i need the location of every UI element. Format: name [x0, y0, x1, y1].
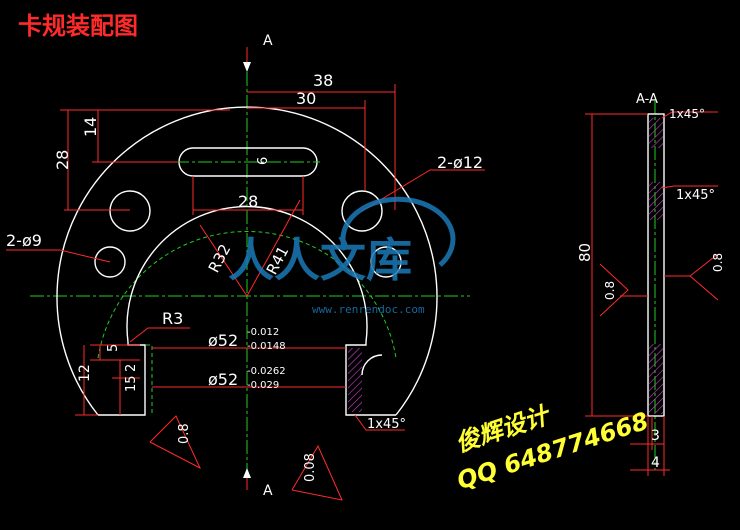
right-jaw-hatch	[348, 348, 362, 412]
dim-2: 2	[124, 364, 139, 372]
watermark-swoosh	[340, 196, 456, 267]
right-jaw-notch	[361, 354, 383, 376]
roughness-bottom: 0.08	[303, 453, 318, 482]
watermark-brand: 人人文库	[228, 233, 412, 287]
chamfer-side-mid: 1x45°	[676, 188, 715, 203]
dim-28-vertical: 28	[53, 150, 72, 170]
radius-3: R3	[162, 309, 183, 328]
watermark-url: www.renrendoc.com	[312, 303, 425, 316]
dim-6: 6	[256, 157, 271, 165]
label-holes-9: 2-ø9	[6, 231, 42, 250]
dim-14: 14	[81, 117, 100, 137]
hole-9-right	[370, 246, 402, 278]
hole-9-left	[94, 246, 126, 278]
left-jaw	[98, 342, 146, 416]
hole-12-left	[109, 190, 151, 232]
inner-opening	[126, 205, 368, 343]
dim-30: 30	[296, 89, 316, 108]
credit: 俊辉设计 QQ 648774668	[452, 400, 652, 495]
leader-holes-12	[361, 169, 485, 212]
hole-12-right	[341, 190, 383, 232]
drawing-title: 卡规装配图	[18, 12, 138, 40]
dim-phi52-a: ø52	[208, 331, 238, 350]
dim-phi52-b-lower: -0.029	[247, 380, 279, 391]
leader-holes-9	[6, 249, 111, 263]
watermark: 人人文库 www.renrendoc.com	[228, 196, 456, 316]
right-jaw	[345, 342, 396, 416]
section-view: A-A 80 1x45° 1x45° 0.8 0.8 3 4	[576, 92, 725, 476]
leader-chamfer-bottom	[354, 414, 405, 431]
section-arrow-top	[243, 62, 251, 72]
dim-80: 80	[576, 243, 594, 262]
section-view-label: A-A	[636, 92, 658, 107]
dim-5: 5	[106, 344, 121, 352]
outer-outline	[56, 106, 438, 416]
chamfer-side-top: 1x45°	[669, 107, 705, 121]
left-jaw-insert	[146, 344, 153, 415]
section-arrow-bottom	[243, 468, 251, 478]
dim-28-slot: 28	[238, 192, 258, 211]
dim-phi52-b-upper: -0.0262	[247, 366, 286, 377]
bolt-circle-arc	[97, 230, 397, 359]
roughness-left: 0.8	[177, 423, 192, 444]
dim-38: 38	[313, 71, 333, 90]
dim-3: 3	[651, 428, 660, 444]
label-holes-12: 2-ø12	[437, 153, 483, 172]
roughness-side-right: 0.8	[711, 253, 725, 272]
roughness-symbol-side-left	[599, 263, 629, 317]
dim-15: 15	[124, 375, 139, 392]
chamfer-bottom: 1x45°	[367, 417, 406, 432]
dim-phi52-a-lower: -0.0148	[247, 341, 286, 352]
dim-phi52-a-upper: -0.012	[247, 327, 279, 338]
leader-r3	[129, 327, 190, 343]
dim-4: 4	[651, 455, 660, 471]
dim-12: 12	[77, 364, 93, 382]
section-mark-bottom: A	[263, 483, 273, 499]
section-body	[647, 113, 665, 417]
dim-phi52-b: ø52	[208, 370, 238, 389]
section-mark-top: A	[263, 33, 273, 49]
roughness-side-left: 0.8	[603, 281, 617, 300]
roughness-symbol-bottom	[291, 444, 343, 501]
roughness-symbol-left	[149, 415, 202, 470]
